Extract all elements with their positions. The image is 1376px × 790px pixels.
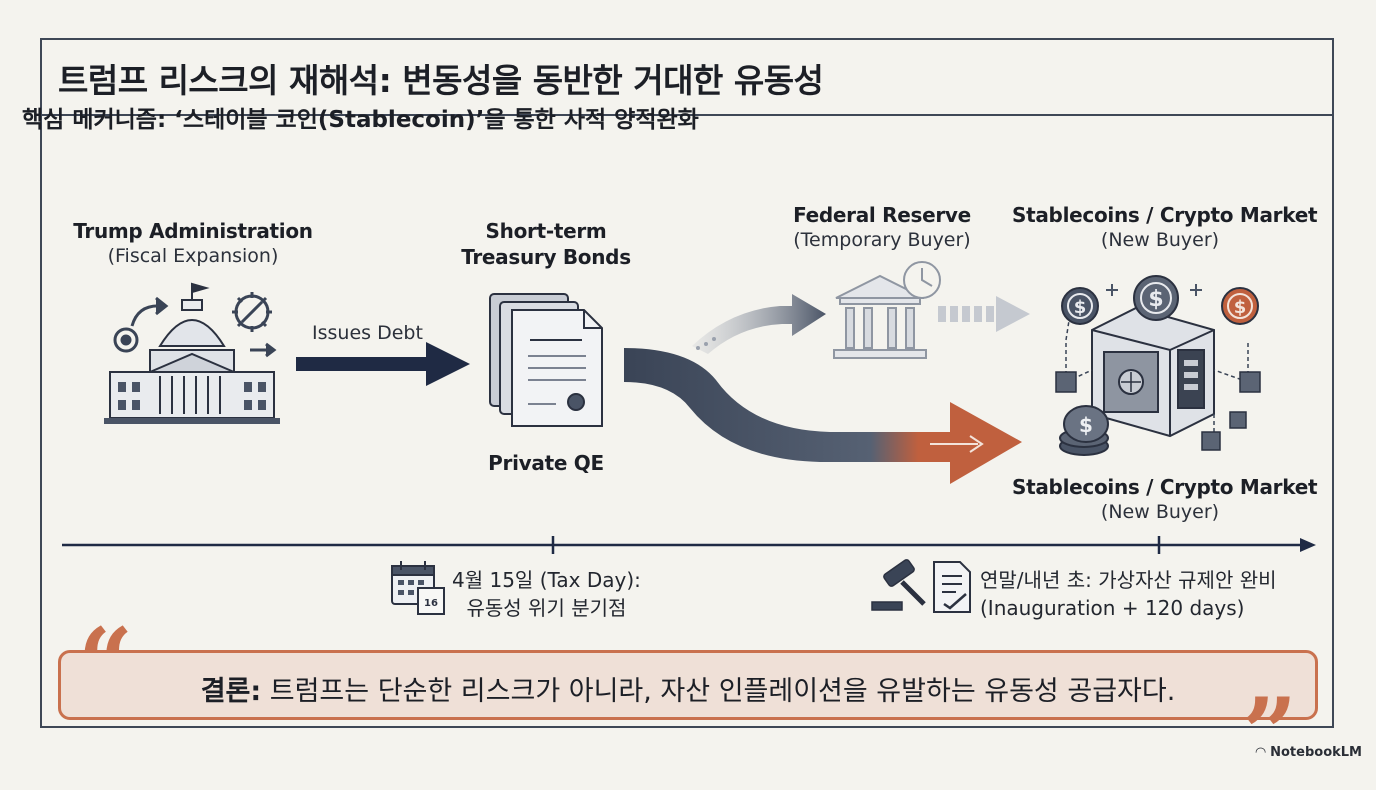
crypto-vault-icon — [1091, 306, 1215, 438]
coin-icon-left: $ — [1061, 287, 1099, 325]
milestone-regulation: 연말/내년 초: 가상자산 규제안 완비 (Inauguration + 120… — [980, 566, 1277, 622]
coin-symbol: $ — [1079, 413, 1093, 437]
coin-symbol: $ — [1148, 287, 1163, 312]
coin-symbol: $ — [1234, 297, 1247, 318]
milestone-tax-day: 4월 15일 (Tax Day): 유동성 위기 분기점 — [452, 566, 641, 622]
flow-arrow-mark — [930, 435, 984, 453]
diagram-graphics: $ $ $ $ 16 — [62, 261, 1316, 615]
gear-icon — [113, 292, 272, 353]
federal-reserve-icon — [833, 274, 927, 359]
crypto-top-name: Stablecoins / Crypto Market — [1012, 203, 1318, 227]
crypto-top-note: (New Buyer) — [1100, 229, 1220, 251]
milestone-regulation-line1: 연말/내년 초: 가상자산 규제안 완비 — [980, 568, 1277, 592]
milestone-regulation-line2: (Inauguration + 120 days) — [980, 596, 1245, 620]
treasury-bonds-icon — [489, 293, 603, 427]
fed-name: Federal Reserve — [793, 203, 971, 227]
issues-debt-label: Issues Debt — [312, 322, 423, 344]
coin-icon-center: $ — [1133, 275, 1179, 321]
page-title: 트럼프 리스크의 재해석: 변동성을 동반한 거대한 유동성 — [58, 61, 824, 100]
milestone-tax-day-line1: 4월 15일 (Tax Day): — [452, 568, 641, 592]
cube-icons — [1055, 371, 1261, 451]
calendar-tag: 16 — [424, 598, 438, 609]
document-check-icon — [933, 561, 971, 613]
coin-icon-right: $ — [1221, 287, 1259, 325]
main-flow-arrow — [624, 348, 1022, 484]
bonds-name: Short-term — [485, 219, 607, 243]
trump-name: Trump Administration — [73, 219, 313, 243]
fed-to-crypto-arrow — [938, 296, 1030, 332]
title-bar: 트럼프 리스크의 재해석: 변동성을 동반한 거대한 유동성 — [42, 40, 1332, 116]
crypto-bottom-note: (New Buyer) — [1100, 501, 1220, 523]
trump-label: Trump Administration (Fiscal Expansion) — [72, 218, 314, 269]
sparkle-icons — [1106, 284, 1202, 296]
crypto-bottom-label: Stablecoins / Crypto Market (New Buyer) — [1012, 474, 1318, 525]
calendar-icon: 16 — [391, 561, 445, 615]
crypto-top-label: Stablecoins / Crypto Market (New Buyer) — [1012, 202, 1318, 253]
crypto-bottom-name: Stablecoins / Crypto Market — [1012, 475, 1318, 499]
milestone-tax-day-line2: 유동성 위기 분기점 — [466, 596, 627, 620]
subtitle: 핵심 메커니즘: ‘스테이블 코인(Stablecoin)’을 통한 사적 양적… — [22, 107, 699, 133]
timeline — [62, 536, 1316, 554]
issues-debt-arrow — [296, 342, 470, 386]
fed-note: (Temporary Buyer) — [793, 229, 971, 251]
capitol-icon — [104, 282, 280, 424]
private-qe: Private QE — [488, 451, 604, 475]
conclusion-text: 결론: 트럼프는 단순한 리스크가 아니라, 자산 인플레이션을 유발하는 유동… — [61, 669, 1315, 708]
bonds-name-2: Treasury Bonds — [461, 245, 631, 269]
coin-symbol: $ — [1074, 297, 1087, 318]
conclusion-box: 결론: 트럼프는 단순한 리스크가 아니라, 자산 인플레이션을 유발하는 유동… — [58, 650, 1318, 720]
private-qe-label: Private QE — [466, 450, 626, 476]
trump-note: (Fiscal Expansion) — [107, 245, 279, 267]
brand-label: ◠ NotebookLM — [1256, 745, 1362, 760]
close-quote-icon: ” — [1242, 677, 1298, 790]
fed-branch-dots — [696, 337, 716, 350]
fed-label: Federal Reserve (Temporary Buyer) — [772, 202, 992, 253]
main-frame: 트럼프 리스크의 재해석: 변동성을 동반한 거대한 유동성 — [40, 38, 1334, 728]
conclusion-lead: 결론: — [200, 676, 262, 707]
coin-stack-icon: $ — [1059, 405, 1109, 456]
conclusion-body: 트럼프는 단순한 리스크가 아니라, 자산 인플레이션을 유발하는 유동성 공급… — [261, 676, 1176, 707]
fed-branch-arrow — [692, 294, 826, 354]
gavel-icon — [871, 559, 926, 611]
brand-name: NotebookLM — [1270, 745, 1362, 760]
bonds-label: Short-term Treasury Bonds — [446, 218, 646, 270]
open-quote-icon: “ — [78, 607, 134, 720]
brand-logo-icon: ◠ — [1255, 745, 1266, 760]
clock-icon — [903, 261, 941, 299]
curved-arrow-icon — [130, 296, 277, 358]
